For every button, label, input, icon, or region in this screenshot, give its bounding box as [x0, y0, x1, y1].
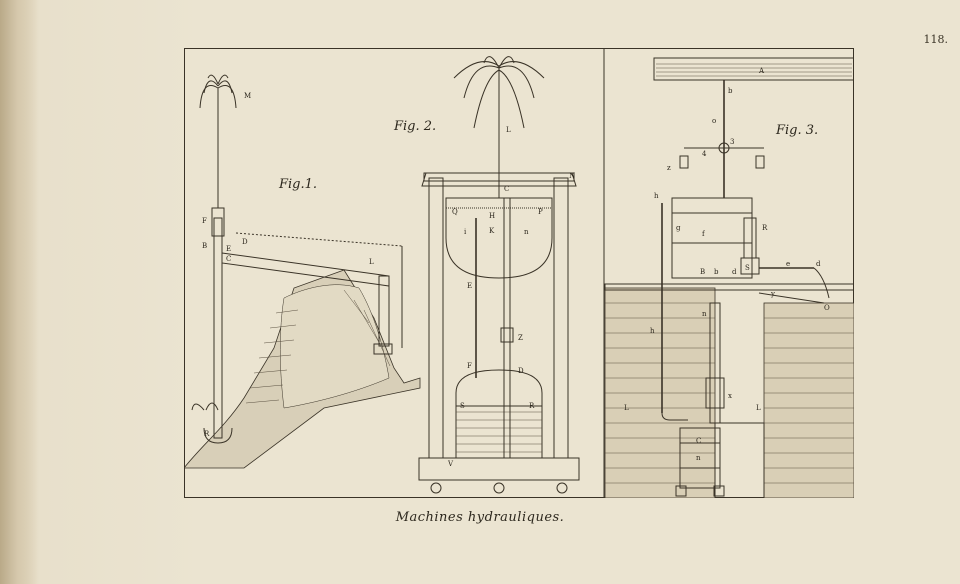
- fig3-pump-barrel: [705, 377, 725, 409]
- fig3-cistern: [671, 197, 753, 279]
- fig1-drop-pipe: [378, 275, 390, 347]
- fig2-fountain-jet: [453, 56, 545, 198]
- fig1-vertical-pipe: [213, 217, 223, 439]
- fig1-letter: R: [204, 430, 210, 438]
- fig1-letter: D: [242, 238, 248, 246]
- fig2-letter: i: [464, 228, 467, 236]
- fig3-letter: d: [816, 260, 821, 268]
- plate-number: 118.: [923, 33, 949, 46]
- book-gutter-shadow: [0, 0, 38, 584]
- figure-3: Fig. 3. A b o 3 4 z h g f R B b d S e d …: [604, 57, 854, 498]
- plate-frame: [184, 48, 854, 498]
- fig3-letter: 3: [730, 138, 734, 146]
- fig1-valve-box: [373, 343, 393, 355]
- fig1-earth: [280, 284, 390, 409]
- plate-caption: Machines hydrauliques.: [395, 510, 565, 525]
- fig2-letter: n: [524, 228, 529, 236]
- fig3-letter: b: [728, 87, 733, 95]
- fig2-base: [418, 457, 580, 481]
- fig1-letter: C: [226, 255, 231, 263]
- fig3-letter: h: [650, 327, 655, 335]
- fig3-letter: B: [700, 268, 705, 276]
- fig3-letter: h: [654, 192, 659, 200]
- fig3-letter: R: [762, 224, 768, 232]
- fig2-letter: K: [489, 227, 495, 235]
- fig3-letter: L: [756, 404, 761, 412]
- fig2-letter: R: [529, 402, 535, 410]
- fig3-letter: f: [702, 230, 706, 238]
- engraving-illustration: Fig.1. M F B E C D L R: [184, 48, 854, 498]
- fig1-rod: [235, 232, 403, 247]
- fig2-right-column: [553, 177, 569, 459]
- fig3-brick-pattern: [605, 302, 854, 484]
- fig1-small-jet: [191, 402, 219, 411]
- fig3-letter: A: [758, 67, 765, 75]
- fig3-letter: y: [770, 290, 775, 298]
- fig3-letter: 4: [702, 150, 707, 158]
- figure-2: Fig. 2. L C N Q P H K i n E F Z D S R V: [393, 56, 580, 494]
- fig2-letter: H: [489, 212, 495, 220]
- fig3-tube-r: [743, 217, 757, 259]
- fig2-letter: S: [460, 402, 465, 410]
- fig3-pump-c: [679, 427, 721, 489]
- fig1-label: Fig.1.: [278, 177, 317, 192]
- fig3-ceiling-beam: [653, 57, 854, 81]
- fig3-letter: b: [714, 268, 719, 276]
- fig2-left-column: [428, 177, 444, 459]
- fig2-letter: V: [447, 460, 454, 468]
- fig2-label: Fig. 2.: [393, 119, 436, 134]
- fig1-fountain-jet: [199, 74, 237, 208]
- fig1-steps: [245, 289, 391, 404]
- fig2-letter: P: [538, 208, 543, 216]
- figure-1: Fig.1. M F B E C D L R: [184, 74, 421, 469]
- fig3-floor-slab: [604, 283, 854, 291]
- fig2-letter: D: [518, 367, 524, 375]
- fig2-letter: C: [504, 185, 509, 193]
- fig3-letter: d: [732, 268, 737, 276]
- fig1-letter: M: [244, 92, 251, 100]
- fig3-letter: L: [624, 404, 629, 412]
- fig2-lower-reservoir: [455, 369, 543, 458]
- fig1-letter: E: [226, 245, 231, 253]
- fig1-letter: B: [202, 242, 207, 250]
- fig3-letter: O: [824, 304, 830, 312]
- fig3-letter: C: [696, 437, 701, 445]
- fig3-label: Fig. 3.: [775, 123, 818, 138]
- fig3-letter: S: [745, 264, 750, 272]
- fig3-well-water: [714, 422, 765, 498]
- fig3-letter: g: [676, 224, 681, 232]
- fig3-vessel-s: [740, 257, 760, 275]
- fig1-conduit: [221, 252, 390, 287]
- fig3-right-brick-wall: [763, 302, 854, 498]
- fig2-letter: L: [506, 126, 511, 134]
- fig3-letter: e: [786, 260, 790, 268]
- fig2-letter: N: [569, 172, 575, 180]
- fig2-letter: Q: [452, 208, 458, 216]
- engraving-plate: Fig.1. M F B E C D L R: [184, 48, 854, 498]
- fig3-well-shaft: [709, 302, 721, 424]
- fig2-upper-basin: [445, 197, 553, 279]
- fig3-letter: o: [712, 117, 716, 125]
- fig2-letter: Z: [518, 334, 523, 342]
- fig3-letter: z: [667, 164, 671, 172]
- fig1-pipe-bend: [203, 427, 233, 444]
- fig3-letter: n: [702, 310, 707, 318]
- fig2-letter: F: [467, 362, 472, 370]
- fig3-letter: n: [696, 454, 701, 462]
- fig3-letter: x: [728, 392, 732, 400]
- fig2-letter: E: [467, 282, 472, 290]
- fig1-letter: L: [369, 258, 374, 266]
- fig1-letter: F: [202, 217, 207, 225]
